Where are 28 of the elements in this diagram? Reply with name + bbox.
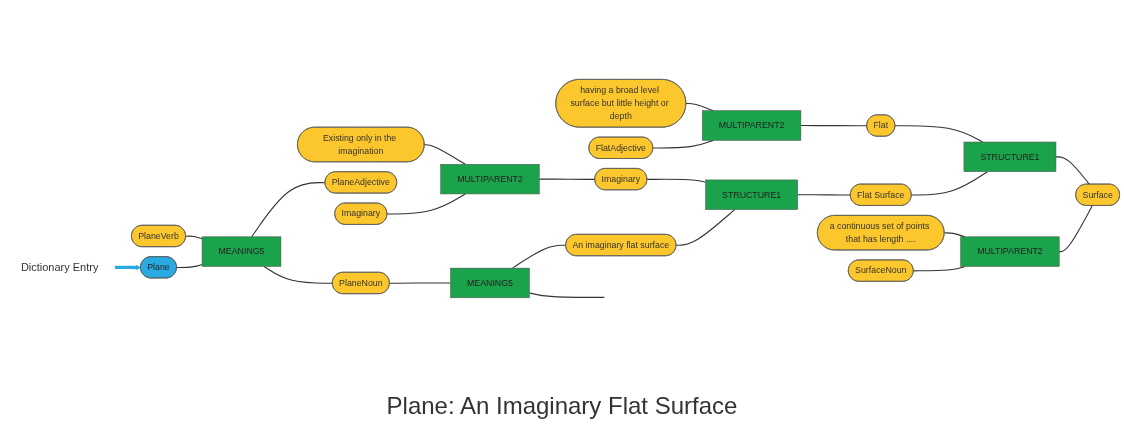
connector (646, 178, 707, 183)
node-text: Dictionary Entry (20, 261, 99, 274)
node-box: MEANING5 (450, 267, 530, 299)
connector (528, 292, 605, 298)
connector (251, 182, 326, 238)
node-box: MEANING5 (201, 236, 282, 267)
connector (386, 193, 466, 215)
node-box: MULTIPARENT2 (440, 164, 540, 195)
node-box: MULTIPARENT2 (702, 110, 802, 141)
node-box: MULTIPARENT2 (960, 236, 1060, 267)
connector (675, 209, 736, 246)
connector (389, 282, 452, 284)
connector (797, 194, 852, 196)
connector (263, 265, 334, 284)
connector (911, 171, 988, 196)
connector (800, 125, 868, 127)
connector (176, 264, 203, 269)
connector (185, 235, 203, 240)
connector (894, 125, 984, 143)
connector (1055, 156, 1090, 185)
caption: Plane: An Imaginary Flat Surface (385, 392, 739, 420)
node-box: STRUCTURE1 (705, 179, 798, 210)
connector (423, 144, 466, 165)
arrow (114, 265, 141, 270)
connector (511, 244, 567, 269)
connector (538, 178, 596, 180)
connector (1058, 205, 1093, 253)
node-box: STRUCTURE1 (963, 141, 1057, 172)
